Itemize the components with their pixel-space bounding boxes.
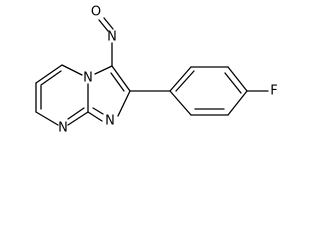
- bond-ph-4-5: [227, 90, 248, 116]
- atom-o-nitroso: O: [91, 5, 101, 20]
- molecule-structure: N N N N O F: [35, 5, 278, 136]
- bond-imid-n1-c8a: [87, 111, 103, 122]
- bond-pyr-c5-c6: [35, 64, 63, 84]
- bond-pyr-nbridge-c5: [61, 64, 83, 76]
- bond-pyr-c2-n: [35, 111, 59, 126]
- bond-imid-c3-c2: [111, 65, 131, 92]
- atom-n-nitroso: N: [107, 30, 117, 45]
- bond-n-o-nitroso: [98, 19, 109, 32]
- bond-pyr-c5-c6-inner: [40, 70, 62, 86]
- structure-diagram: N N N N O F: [35, 4, 278, 136]
- atom-n-pyrimidine: N: [58, 121, 68, 136]
- bond-imid-c2-n1: [117, 90, 131, 117]
- bond-imid-c3-c2-inner: [110, 72, 125, 92]
- bond-pyr-n-c8a: [67, 111, 89, 126]
- bond-ph-1-2: [169, 66, 192, 92]
- atom-n-bridge: N: [83, 71, 93, 86]
- bond-imid-n1-c8a-inner: [92, 107, 104, 115]
- bond-pyr-n-c8a-inner: [67, 107, 85, 120]
- bond-imid-nbridge-c3: [94, 65, 113, 75]
- atom-f: F: [270, 84, 277, 99]
- bond-ph-1-2-inner: [175, 70, 195, 92]
- bond-ph-6-1: [169, 90, 192, 116]
- bond-ph-3-4-inner: [224, 72, 242, 94]
- atom-n-imidazole: N: [105, 114, 115, 129]
- bond-ph-3-4: [227, 66, 248, 92]
- bond-n-o-nitroso-double: [103, 17, 114, 30]
